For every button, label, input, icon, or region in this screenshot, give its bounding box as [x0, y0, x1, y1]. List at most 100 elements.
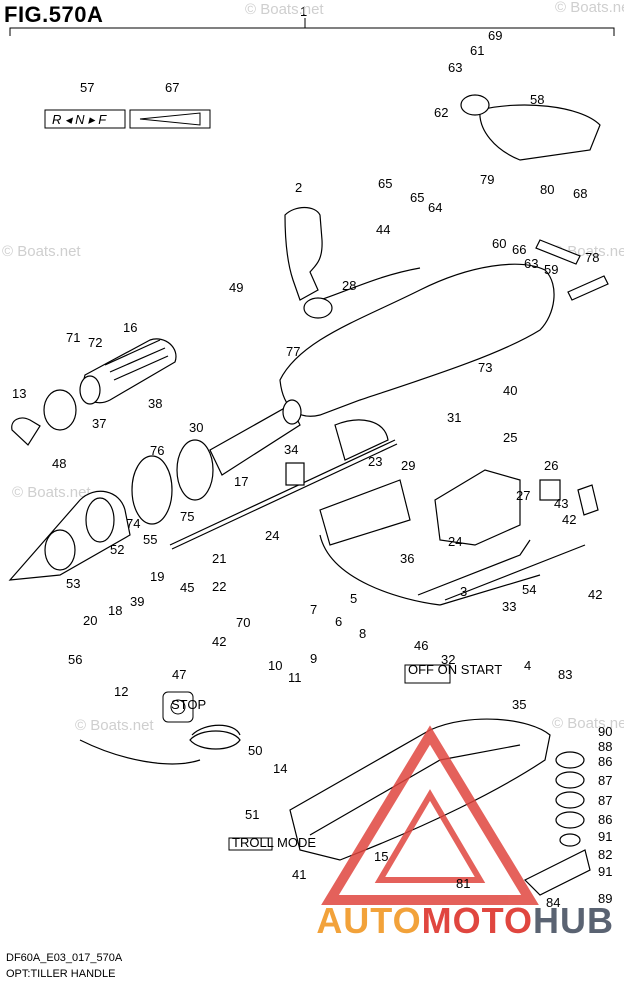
callout-number: 62 — [434, 105, 448, 120]
callout-number: 29 — [401, 458, 415, 473]
shift-cables — [319, 534, 586, 606]
callout-number: 42 — [562, 512, 576, 527]
watermark: © Boats.net — [2, 243, 81, 260]
switch-decal: OFF ON START — [404, 662, 502, 684]
stop-text: STOP — [171, 697, 206, 712]
callout-number: 65 — [378, 176, 392, 191]
lower-cover — [289, 718, 551, 861]
callout-number: 87 — [598, 773, 612, 788]
callout-number: 49 — [229, 280, 243, 295]
callout-number: 60 — [492, 236, 506, 251]
footer: DF60A_E03_017_570A OPT:TILLER HANDLE — [6, 950, 122, 982]
callout-number: 67 — [165, 80, 179, 95]
throttle-rod — [169, 439, 398, 550]
callout-number: 31 — [447, 410, 461, 425]
callout-number: 27 — [516, 488, 530, 503]
callout-number: 26 — [544, 458, 558, 473]
watermark: © Boats.net — [555, 0, 624, 16]
callout-number: 78 — [585, 250, 599, 265]
callout-number: 76 — [150, 443, 164, 458]
callout-number: 15 — [374, 849, 388, 864]
callout-number: 72 — [88, 335, 102, 350]
footer-code: DF60A_E03_017_570A — [6, 952, 123, 964]
grip-end-cap — [11, 389, 77, 446]
callout-number: 55 — [143, 532, 157, 547]
callout-number: 21 — [212, 551, 226, 566]
callout-number: 59 — [544, 262, 558, 277]
steering-bracket — [460, 94, 601, 161]
footer-subtitle: OPT:TILLER HANDLE — [6, 968, 116, 980]
callout-number: 83 — [558, 667, 572, 682]
callout-number: 34 — [284, 442, 298, 457]
watermark: © Boats.net — [552, 715, 624, 732]
assembly-number: 1 — [300, 4, 308, 19]
callout-number: 86 — [598, 812, 612, 827]
callout-number: 38 — [148, 396, 162, 411]
callout-number: 65 — [410, 190, 424, 205]
brand-wordmark: AUTOMOTOHUB — [316, 900, 614, 942]
callout-number: 24 — [265, 528, 279, 543]
callout-number: 8 — [359, 626, 366, 641]
decal-group: R ◂ N ▸ F — [44, 109, 211, 129]
friction-washer-stack — [523, 751, 591, 896]
callout-number: 10 — [268, 658, 282, 673]
callout-number: 68 — [573, 186, 587, 201]
callout-number: 5 — [350, 591, 357, 606]
brand-part1: AUTO — [316, 900, 422, 941]
callout-number: 70 — [236, 615, 250, 630]
callout-number: 63 — [448, 60, 462, 75]
callout-number: 28 — [342, 278, 356, 293]
callout-number: 47 — [172, 667, 186, 682]
callout-number: 39 — [130, 594, 144, 609]
callout-number: 18 — [108, 603, 122, 618]
watermark: © Boats.net — [12, 484, 91, 501]
watermark: © Boats.net — [245, 1, 324, 18]
frame-bracket — [9, 18, 615, 36]
switch-decal-text: OFF ON START — [408, 662, 502, 677]
callout-number: 66 — [512, 242, 526, 257]
callout-number: 40 — [503, 383, 517, 398]
callout-number: 9 — [310, 651, 317, 666]
callout-number: 3 — [460, 584, 467, 599]
callout-number: 45 — [180, 580, 194, 595]
callout-number: 54 — [522, 582, 536, 597]
callout-number: 73 — [478, 360, 492, 375]
callout-number: 86 — [598, 754, 612, 769]
callout-number: 32 — [441, 652, 455, 667]
callout-number: 6 — [335, 614, 342, 629]
callout-number: 23 — [368, 454, 382, 469]
callout-number: 43 — [554, 496, 568, 511]
callout-number: 63 — [524, 256, 538, 271]
brand-part2: MOTO — [421, 900, 533, 941]
callout-number: 80 — [540, 182, 554, 197]
callout-number: 36 — [400, 551, 414, 566]
throttle-shaft-assembly — [8, 399, 302, 581]
callout-number: 56 — [68, 652, 82, 667]
callout-number: 77 — [286, 344, 300, 359]
callout-number: 2 — [295, 180, 302, 195]
callout-number: 71 — [66, 330, 80, 345]
callout-number: 58 — [530, 92, 544, 107]
callout-number: 48 — [52, 456, 66, 471]
callout-number: 35 — [512, 697, 526, 712]
stop-lanyard — [79, 724, 241, 765]
callout-number: 89 — [598, 891, 612, 906]
callout-number: 91 — [598, 829, 612, 844]
callout-number: 88 — [598, 739, 612, 754]
shift-bracket-assembly — [434, 469, 599, 546]
callout-number: 24 — [448, 534, 462, 549]
callout-number: 90 — [598, 724, 612, 739]
callout-number: 75 — [180, 509, 194, 524]
gear-decal-text: R ◂ N ▸ F — [52, 112, 107, 127]
callout-number: 42 — [212, 634, 226, 649]
callout-number: 52 — [110, 542, 124, 557]
callout-number: 13 — [12, 386, 26, 401]
watermark: © Boats.net — [75, 717, 154, 734]
troll-mode-text: TROLL MODE — [232, 835, 316, 850]
callout-number: 87 — [598, 793, 612, 808]
shift-lever — [284, 206, 333, 319]
callout-number: 79 — [480, 172, 494, 187]
callout-number: 51 — [245, 807, 259, 822]
